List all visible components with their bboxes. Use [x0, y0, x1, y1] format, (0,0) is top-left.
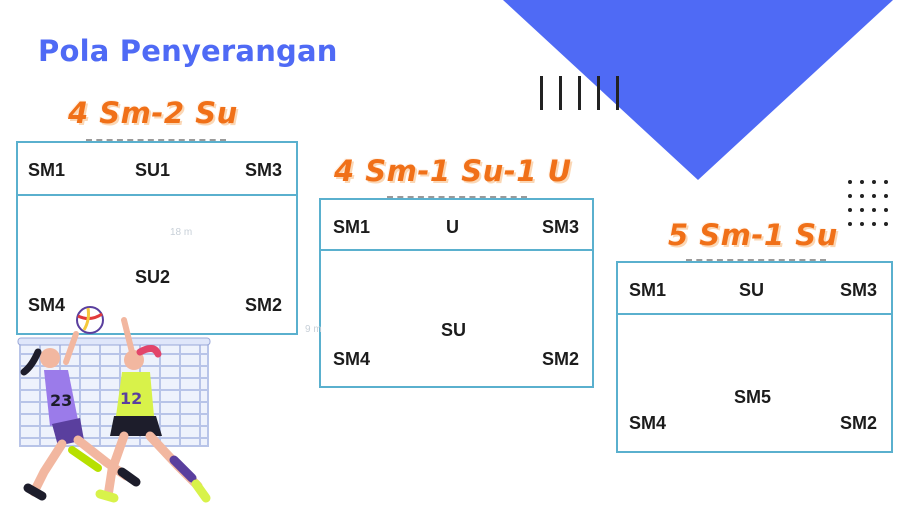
- attack-line: [321, 249, 592, 251]
- position-sm3: SM3: [840, 280, 878, 300]
- volleyball-players-illustration-icon: 23 12: [17, 306, 211, 503]
- position-sm2: SM2: [542, 349, 580, 369]
- vertical-bars-icon: [540, 76, 619, 110]
- pattern-1-court: SM1 SU1 SM3 18 m SU2 SM4 SM2: [16, 139, 298, 335]
- position-sm4: SM4: [28, 295, 66, 315]
- net-marker: [387, 196, 527, 198]
- pattern-3-court: SM1 SU SM3 SM5 SM4 SM2: [616, 259, 893, 453]
- position-sm2: SM2: [840, 413, 878, 433]
- attack-line: [618, 313, 891, 315]
- position-su: SU: [441, 320, 467, 340]
- position-sm4: SM4: [629, 413, 667, 433]
- slide-title: Pola Penyerangan: [38, 34, 338, 68]
- net-marker: [686, 259, 826, 261]
- triangle-decoration-icon: [503, 0, 893, 180]
- position-sm1: SM1: [629, 280, 667, 300]
- attack-line: [18, 194, 296, 196]
- pattern-3-label: 5 Sm-1 Su: [668, 218, 838, 252]
- position-sm3: SM3: [542, 217, 580, 237]
- position-sm1: SM1: [28, 160, 66, 180]
- position-su: SU: [739, 280, 765, 300]
- svg-text:12: 12: [120, 389, 142, 408]
- position-sm5: SM5: [734, 387, 772, 407]
- svg-text:23: 23: [50, 391, 72, 410]
- position-su2: SU2: [135, 267, 171, 287]
- dot-grid-icon: [848, 180, 888, 226]
- position-su1: SU1: [135, 160, 171, 180]
- position-sm2: SM2: [245, 295, 283, 315]
- net-marker: [86, 139, 226, 141]
- pattern-2-court: SM1 U SM3 9 m SU SM4 SM2: [305, 196, 594, 388]
- position-sm4: SM4: [333, 349, 371, 369]
- position-sm3: SM3: [245, 160, 283, 180]
- position-sm1: SM1: [333, 217, 371, 237]
- pattern-1-label: 4 Sm-2 Su: [68, 96, 238, 130]
- position-u: U: [446, 217, 459, 237]
- court-dimension-label: 9 m: [305, 324, 322, 335]
- court-dimension-label: 18 m: [170, 227, 193, 238]
- pattern-2-label: 4 Sm-1 Su-1 U: [334, 154, 572, 188]
